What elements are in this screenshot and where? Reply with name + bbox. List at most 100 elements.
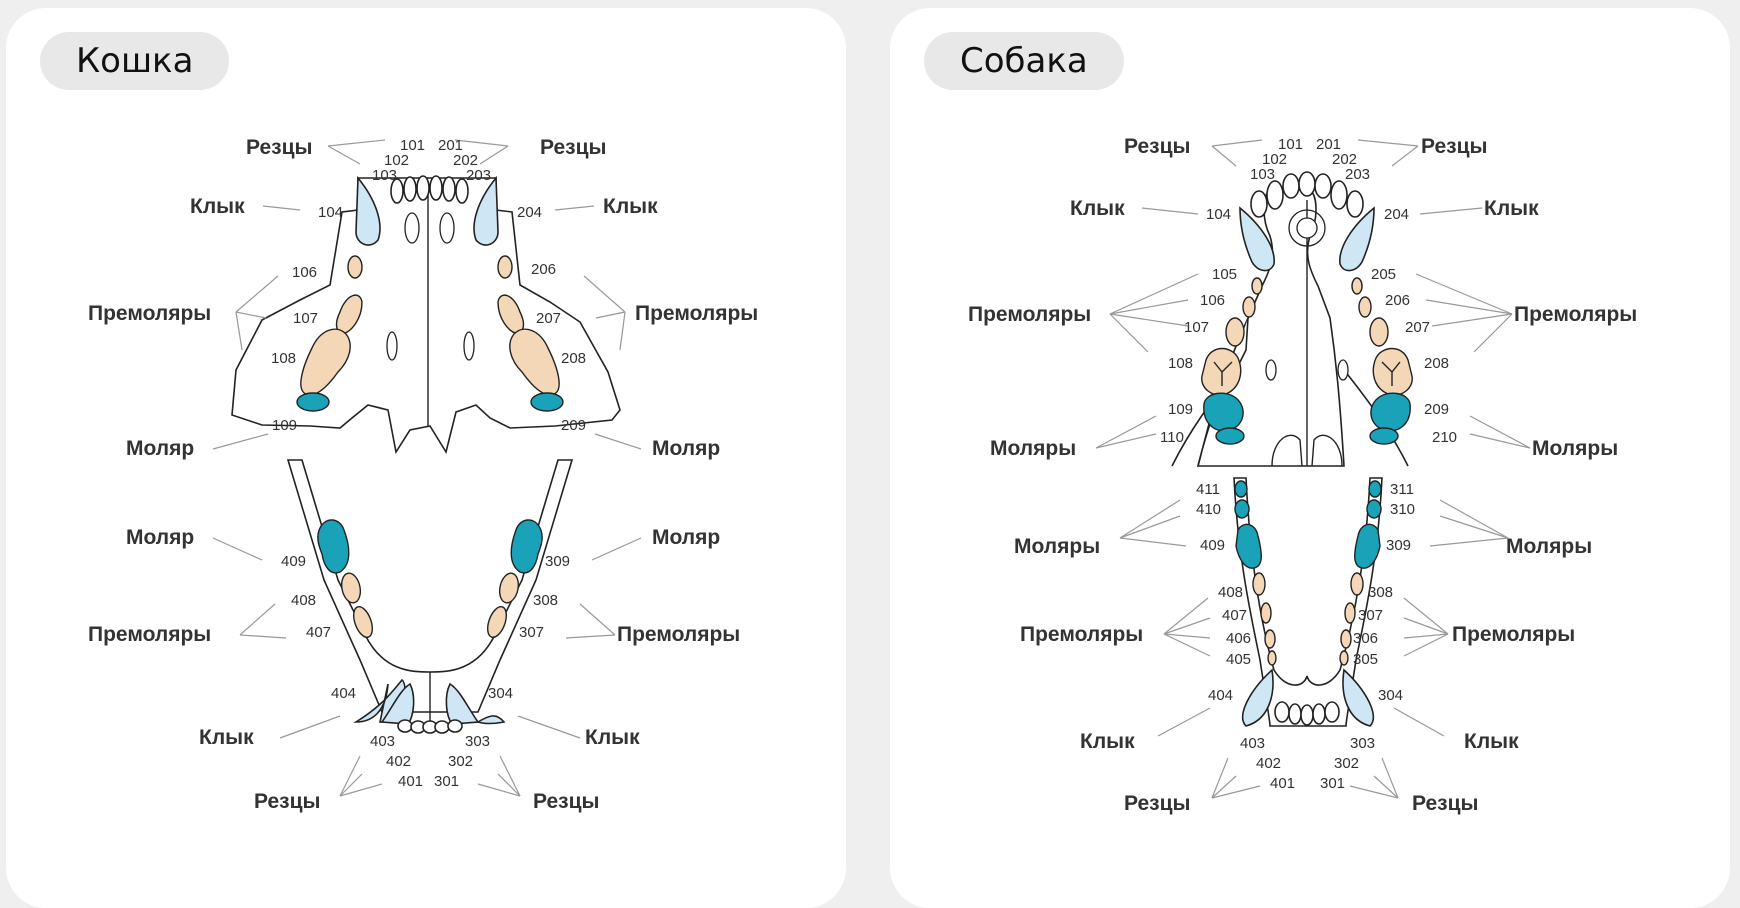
dog-upper-canine-left xyxy=(1339,206,1375,272)
cat-title-chip: Кошка xyxy=(40,32,230,90)
cat-num-206: 206 xyxy=(531,261,556,278)
dog-label-incisors-lower-right: Резцы xyxy=(1124,792,1190,815)
cat-label-incisors-lower-left: Резцы xyxy=(533,790,599,813)
cat-label-premolars-upper-right: Премоляры xyxy=(88,302,211,325)
cat-num-208: 208 xyxy=(561,350,586,367)
dog-num-311: 311 xyxy=(1390,481,1414,498)
cat-num-408: 408 xyxy=(291,592,316,609)
dog-num-403: 403 xyxy=(1240,735,1265,752)
cat-num-207: 207 xyxy=(536,310,561,327)
dog-label-molars-lower-left: Моляры xyxy=(1506,535,1592,558)
dog-num-202: 202 xyxy=(1332,151,1357,168)
dog-label-molars-upper-right: Моляры xyxy=(990,437,1076,460)
dog-num-206: 206 xyxy=(1385,292,1410,309)
dog-label-premolars-upper-right: Премоляры xyxy=(968,303,1091,326)
dog-num-103: 103 xyxy=(1250,166,1275,183)
cat-num-106: 106 xyxy=(292,264,317,281)
dog-num-402: 402 xyxy=(1256,755,1281,772)
cat-label-canine-upper-left: Клык xyxy=(603,195,658,218)
dog-label-incisors-upper-left: Резцы xyxy=(1421,135,1487,158)
dog-label-premolars-upper-left: Премоляры xyxy=(1514,303,1637,326)
cat-num-409: 409 xyxy=(281,553,306,570)
cat-num-203: 203 xyxy=(466,167,491,184)
dog-num-207: 207 xyxy=(1405,319,1430,336)
cat-num-307: 307 xyxy=(519,624,544,641)
cat-leader-lines xyxy=(212,139,642,797)
cat-num-308: 308 xyxy=(533,592,558,609)
dog-num-208: 208 xyxy=(1424,355,1449,372)
dog-leader-lines xyxy=(1095,139,1531,799)
cat-num-107: 107 xyxy=(293,310,318,327)
dog-lower-incisors xyxy=(1274,701,1340,726)
dog-num-210: 210 xyxy=(1432,429,1457,446)
dog-label-incisors-upper-right: Резцы xyxy=(1124,135,1190,158)
cat-num-407: 407 xyxy=(306,624,331,641)
cat-label-incisors-lower-right: Резцы xyxy=(254,790,320,813)
cat-label-molar-lower-right: Моляр xyxy=(126,526,194,549)
dog-label-molars-lower-right: Моляры xyxy=(1014,535,1100,558)
dog-num-302: 302 xyxy=(1334,755,1359,772)
dog-label-premolars-lower-right: Премоляры xyxy=(1020,623,1143,646)
cat-upper-incisors xyxy=(390,175,469,204)
dog-num-405: 405 xyxy=(1226,651,1251,668)
dog-num-411: 411 xyxy=(1196,481,1220,498)
cat-num-401: 401 xyxy=(398,773,423,790)
dog-num-410: 410 xyxy=(1196,501,1221,518)
cat-label-premolars-lower-left: Премоляры xyxy=(617,623,740,646)
dog-num-201: 201 xyxy=(1316,136,1341,153)
dog-num-107: 107 xyxy=(1184,319,1209,336)
dog-num-407: 407 xyxy=(1222,607,1247,624)
dog-num-203: 203 xyxy=(1345,166,1370,183)
dog-num-310: 310 xyxy=(1390,501,1415,518)
cat-lower-incisors xyxy=(397,719,463,734)
cat-num-301: 301 xyxy=(434,773,459,790)
cat-num-201: 201 xyxy=(438,137,463,154)
dog-upper-canine-right xyxy=(1239,206,1275,272)
dog-label-canine-upper-left: Клык xyxy=(1484,197,1539,220)
cat-dental-chart-icon: Резцы Резцы Клык Клык Премоляры Премоляр… xyxy=(88,136,758,813)
cat-num-209: 209 xyxy=(561,417,586,434)
dog-num-209: 209 xyxy=(1424,401,1449,418)
dog-num-404: 404 xyxy=(1208,687,1233,704)
cat-num-402: 402 xyxy=(386,753,411,770)
dog-num-102: 102 xyxy=(1262,151,1287,168)
cat-num-303: 303 xyxy=(465,733,490,750)
cat-label-premolars-upper-left: Премоляры xyxy=(635,302,758,325)
cat-label-canine-upper-right: Клык xyxy=(190,195,245,218)
dog-title-chip: Собака xyxy=(924,32,1124,90)
cat-upper-canine-left xyxy=(473,175,499,246)
dog-num-204: 204 xyxy=(1384,206,1409,223)
dog-num-406: 406 xyxy=(1226,630,1251,647)
dog-num-109: 109 xyxy=(1168,401,1193,418)
dog-num-101: 101 xyxy=(1278,136,1303,153)
cat-num-304: 304 xyxy=(488,685,513,702)
cat-title: Кошка xyxy=(76,41,194,81)
cat-num-309: 309 xyxy=(545,553,570,570)
dog-num-306: 306 xyxy=(1353,630,1378,647)
dog-num-304: 304 xyxy=(1378,687,1403,704)
dog-num-401: 401 xyxy=(1270,775,1295,792)
cat-lower-jaw xyxy=(286,459,574,713)
cat-num-204: 204 xyxy=(517,204,542,221)
dog-label-incisors-lower-left: Резцы xyxy=(1412,792,1478,815)
dog-label-canine-lower-right: Клык xyxy=(1080,730,1135,753)
cat-num-103: 103 xyxy=(372,167,397,184)
dog-num-307: 307 xyxy=(1358,607,1383,624)
dog-num-408: 408 xyxy=(1218,584,1243,601)
dog-num-305: 305 xyxy=(1353,651,1378,668)
cat-num-403: 403 xyxy=(370,733,395,750)
dog-label-canine-lower-left: Клык xyxy=(1464,730,1519,753)
cat-label-molar-lower-left: Моляр xyxy=(652,526,720,549)
cat-label-molar-upper-left: Моляр xyxy=(652,437,720,460)
dog-label-premolars-lower-left: Премоляры xyxy=(1452,623,1575,646)
cat-num-302: 302 xyxy=(448,753,473,770)
cat-label-incisors-upper-right: Резцы xyxy=(246,136,312,159)
dog-num-309: 309 xyxy=(1386,537,1411,554)
dog-num-105: 105 xyxy=(1212,266,1237,283)
cat-num-101: 101 xyxy=(400,137,425,154)
cat-num-109: 109 xyxy=(272,417,297,434)
dog-num-301: 301 xyxy=(1320,775,1345,792)
dog-label-molars-upper-left: Моляры xyxy=(1532,437,1618,460)
dog-num-308: 308 xyxy=(1368,584,1393,601)
